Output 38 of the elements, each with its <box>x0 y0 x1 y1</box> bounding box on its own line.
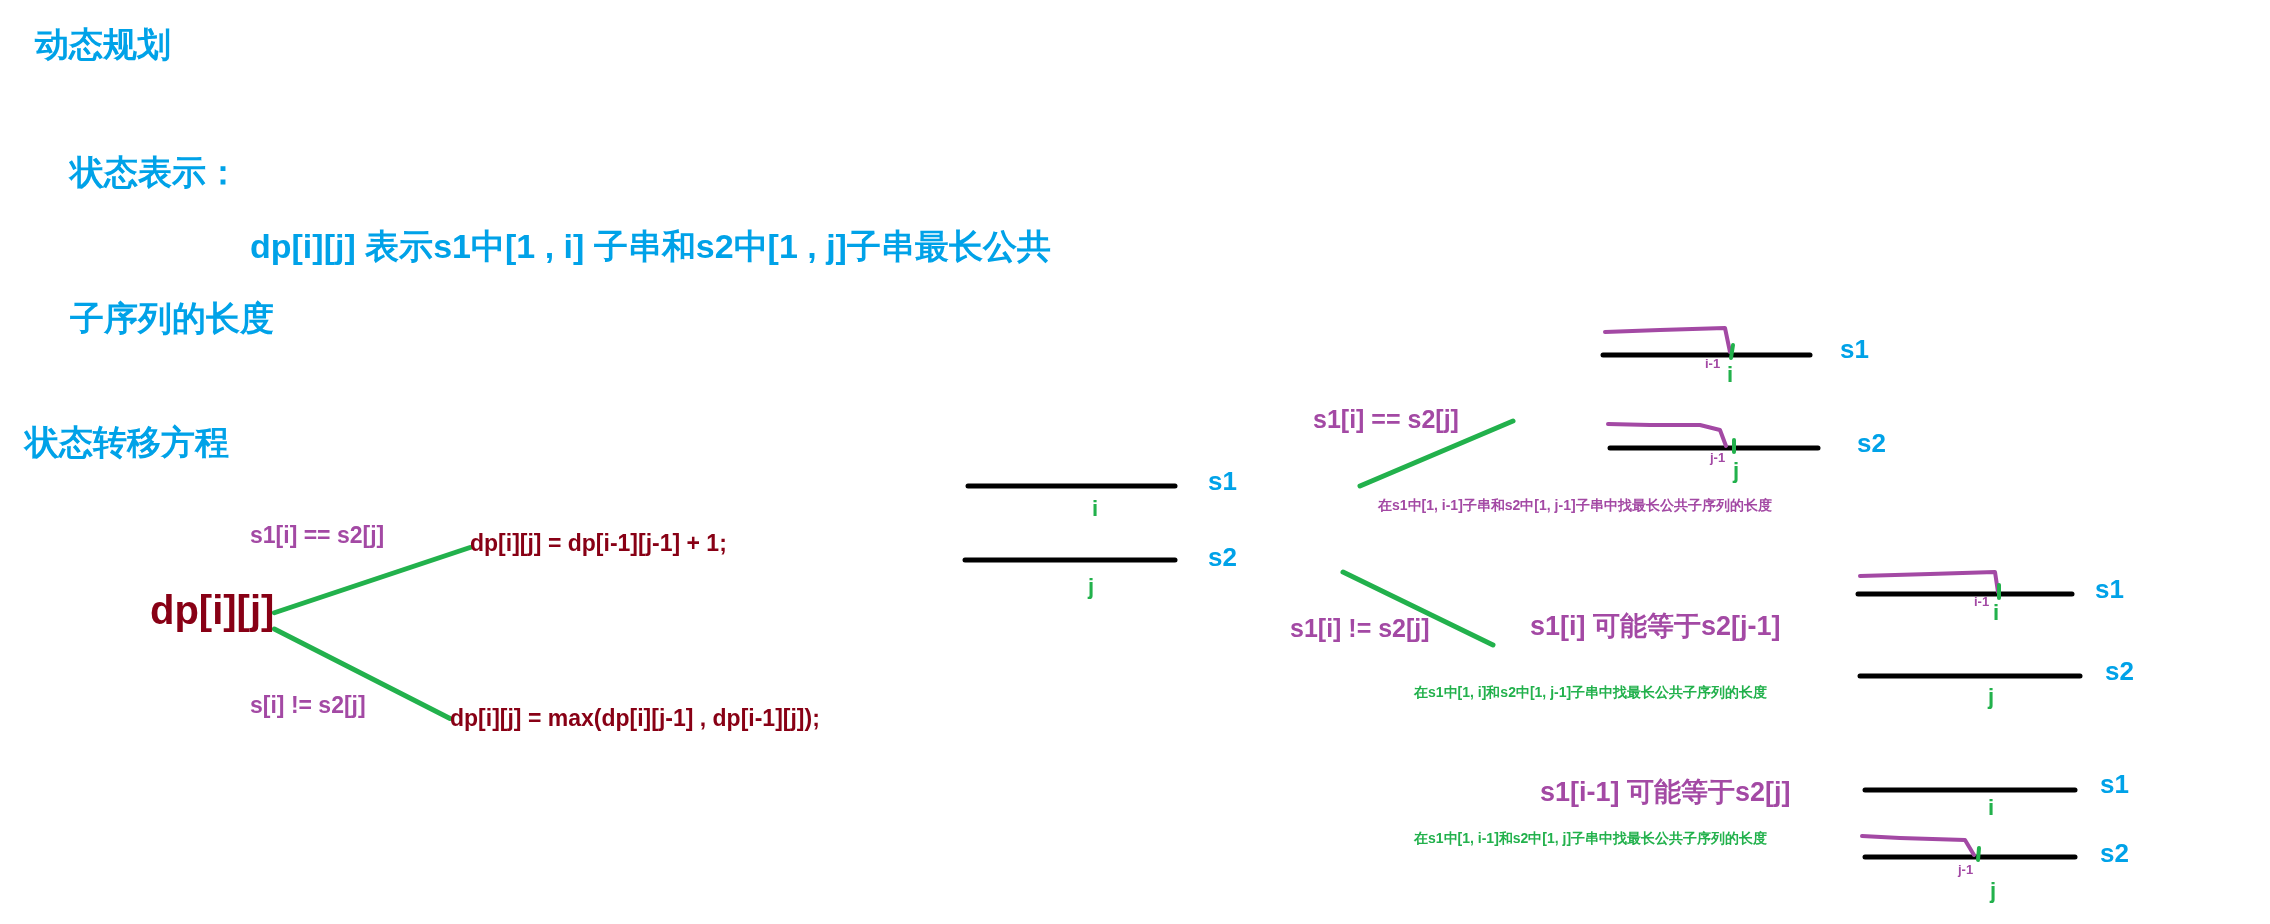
condition-text: s1[i] 可能等于s2[j-1] <box>1530 610 1781 643</box>
string-name: s2 <box>1208 542 1237 573</box>
connector-line <box>271 545 473 616</box>
connector-line <box>271 626 453 721</box>
index-label: i-1 <box>1974 594 1990 609</box>
index-label: i <box>1988 795 1995 821</box>
string-name: s2 <box>2105 656 2134 687</box>
string-name: s1 <box>1208 466 1237 497</box>
formula-text: dp[i][j] = max(dp[i][j-1] , dp[i-1][j]); <box>450 705 820 732</box>
note-text: 在s1中[1, i]和s2中[1, j-1]子串中找最长公共子序列的长度 <box>1414 684 1768 702</box>
string-name: s2 <box>1857 428 1886 459</box>
note-text: 在s1中[1, i-1]子串和s2中[1, j-1]子串中找最长公共子序列的长度 <box>1378 497 1772 515</box>
index-label: i-1 <box>1705 356 1721 371</box>
condition-text: s1[i] != s2[j] <box>1290 614 1430 643</box>
index-label: j <box>1733 458 1740 484</box>
string-name: s1 <box>1840 334 1869 365</box>
section-heading: 状态转移方程 <box>25 422 229 463</box>
index-label: i <box>1092 496 1099 522</box>
formula-text: dp[i][j] = dp[i-1][j-1] + 1; <box>470 530 727 557</box>
formula-text: dp[i][j] <box>150 588 275 633</box>
string-name: s1 <box>2095 574 2124 605</box>
string-name: s1 <box>2100 769 2129 800</box>
condition-text: s1[i] == s2[j] <box>1313 405 1459 434</box>
index-label: i <box>1993 600 2000 626</box>
definition-text: dp[i][j] 表示s1中[1 , i] 子串和s2中[1 , j]子串最长公共子序列的长度 <box>70 226 1052 339</box>
heading: 动态规划 <box>35 24 171 65</box>
edge-label: s[i] != s2[j] <box>250 692 366 719</box>
section-heading: 状态表示： <box>70 152 240 193</box>
index-label: j <box>1990 878 1997 904</box>
index-label: j <box>1088 574 1095 600</box>
condition-text: s1[i-1] 可能等于s2[j] <box>1540 776 1791 809</box>
string-name: s2 <box>2100 838 2129 869</box>
edge-label: s1[i] == s2[j] <box>250 522 385 549</box>
index-label: j-1 <box>1710 450 1726 465</box>
index-label: j-1 <box>1958 862 1974 877</box>
note-text: 在s1中[1, i-1]和s2中[1, j]子串中找最长公共子序列的长度 <box>1414 830 1768 848</box>
index-label: i <box>1727 362 1734 388</box>
index-label: j <box>1988 684 1995 710</box>
